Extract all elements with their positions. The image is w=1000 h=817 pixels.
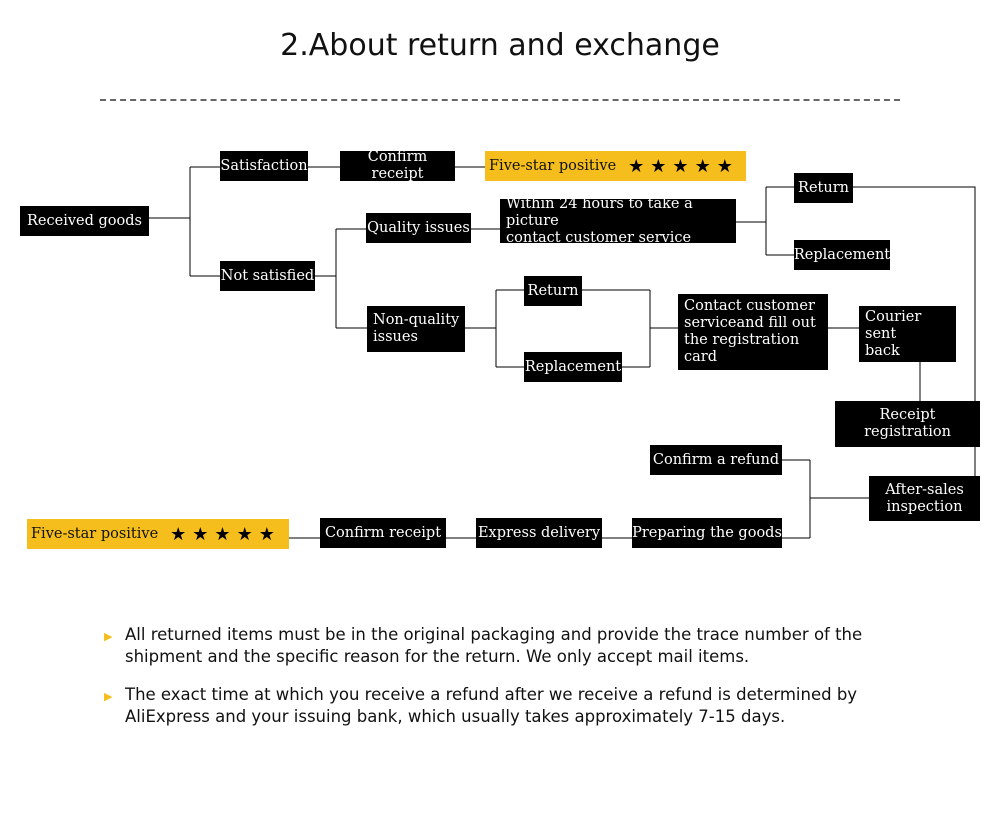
return-exchange-flowchart: Received goods Satisfaction Not satisfie… (20, 149, 980, 549)
return-mid-box: Return (524, 276, 582, 306)
dashed-divider (100, 99, 900, 101)
star-icon: ★★★★★ (170, 523, 281, 545)
confirm-receipt-bottom-box: Confirm receipt (320, 518, 446, 548)
five-star-label: Five-star positive (489, 158, 617, 174)
triangle-bullet-icon: ▶ (104, 630, 113, 643)
replacement-top-box: Replacement (794, 240, 890, 270)
note-item: ▶ All returned items must be in the orig… (104, 624, 924, 668)
notes-list: ▶ All returned items must be in the orig… (104, 624, 924, 744)
five-star-positive-top: Five-star positive ★★★★★ (485, 151, 746, 181)
after-sales-inspection-box: After-sales inspection (869, 476, 980, 521)
return-top-box: Return (794, 173, 853, 203)
contact-service-box: Contact customer serviceand fill out the… (678, 294, 828, 370)
replacement-mid-box: Replacement (524, 352, 622, 382)
confirm-receipt-top-box: Confirm receipt (340, 149, 455, 182)
note-text: All returned items must be in the origin… (125, 625, 863, 666)
confirm-refund-box: Confirm a refund (650, 445, 782, 475)
satisfaction-box: Satisfaction (220, 151, 308, 181)
connector-lines (149, 166, 976, 539)
courier-sent-back-box: Courier sent back (859, 306, 956, 362)
note-text: The exact time at which you receive a re… (125, 685, 858, 726)
note-item: ▶ The exact time at which you receive a … (104, 684, 924, 728)
received-goods-box: Received goods (20, 206, 149, 236)
within-24h-box: Within 24 hours to take a picture contac… (500, 196, 736, 246)
five-star-positive-bottom: Five-star positive ★★★★★ (27, 519, 289, 549)
not-satisfied-box: Not satisfied (220, 261, 315, 291)
receipt-registration-box: Receipt registration (835, 401, 980, 447)
preparing-goods-box: Preparing the goods (632, 518, 782, 548)
star-icon: ★★★★★ (628, 155, 739, 177)
non-quality-issues-box: Non-quality issues (367, 306, 465, 352)
page-title: 2.About return and exchange (280, 28, 720, 63)
express-delivery-box: Express delivery (476, 518, 602, 548)
triangle-bullet-icon: ▶ (104, 690, 113, 703)
five-star-label: Five-star positive (31, 526, 159, 542)
quality-issues-box: Quality issues (366, 213, 471, 243)
